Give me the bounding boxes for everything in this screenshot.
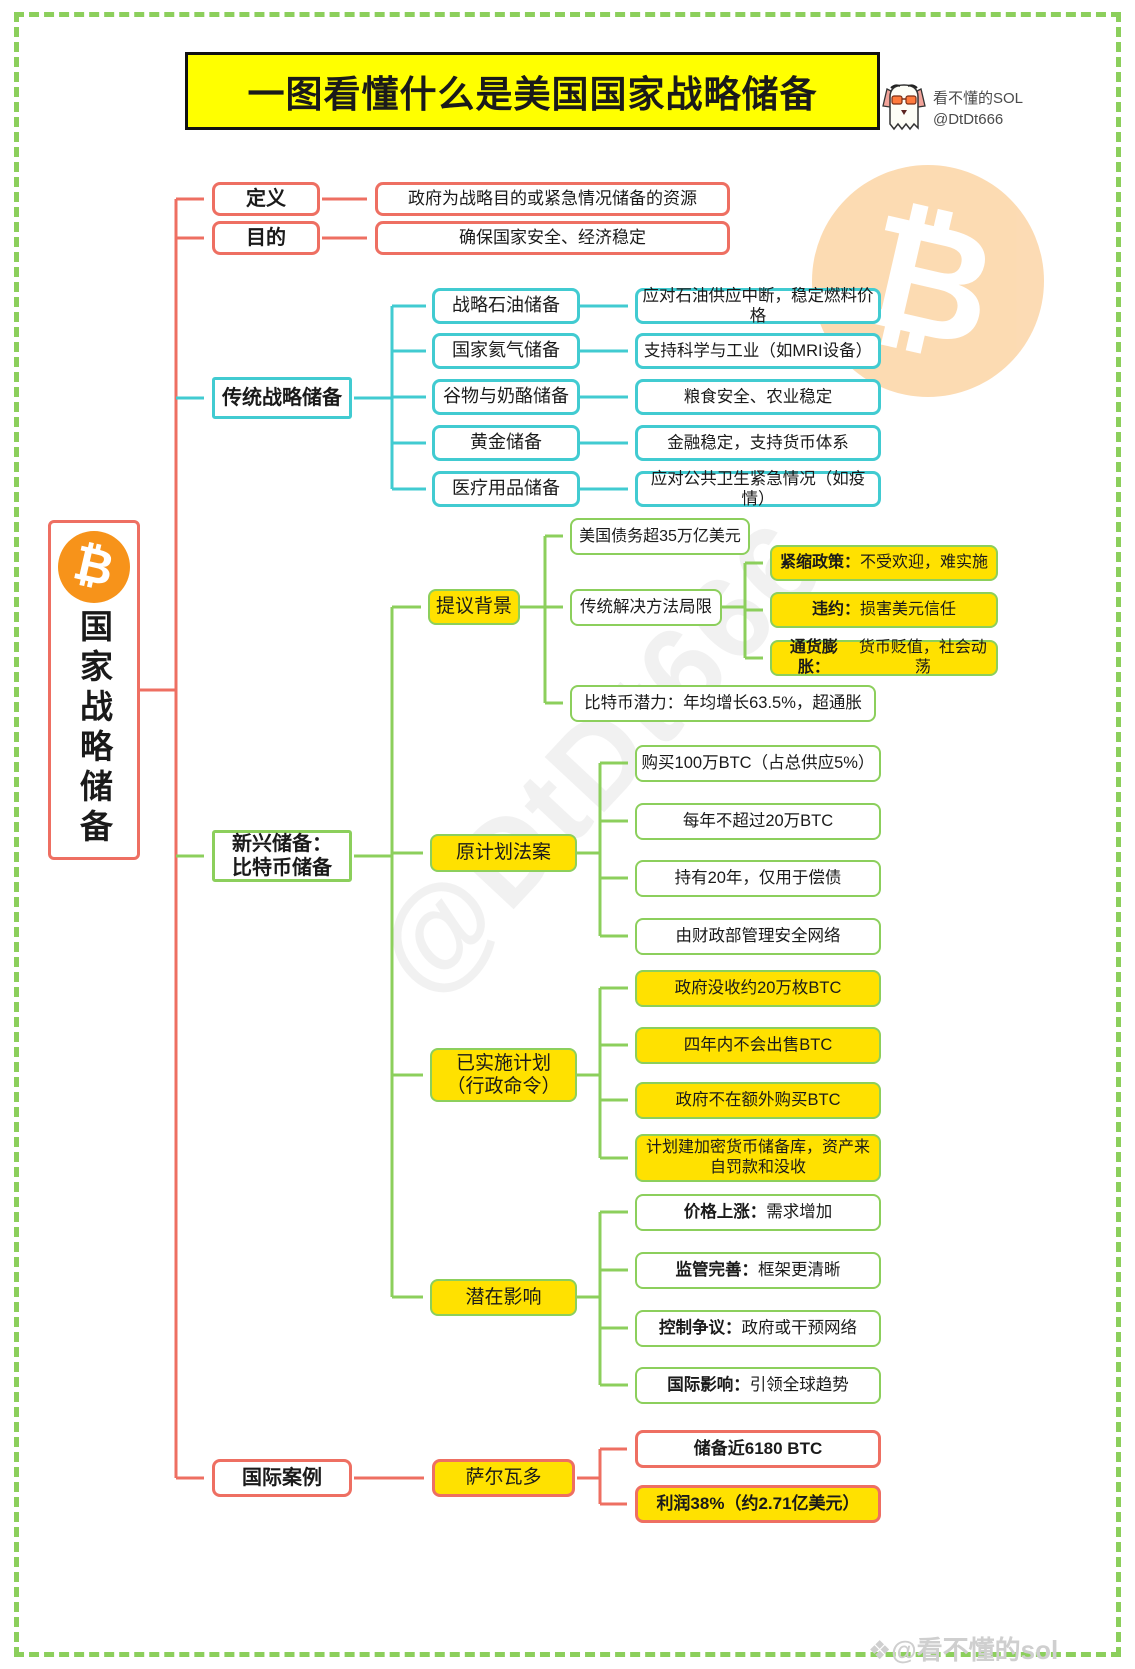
traditional-item: 谷物与奶酪储备 bbox=[432, 379, 580, 415]
implemented-item: 政府不在额外购买BTC bbox=[635, 1082, 881, 1119]
implemented-item: 计划建加密货币储备库，资产来自罚款和没收 bbox=[635, 1134, 881, 1182]
impact-item: 控制争议：政府或干预网络 bbox=[635, 1310, 881, 1347]
author-name: 看不懂的SOL bbox=[933, 90, 1024, 107]
page-title: 一图看懂什么是美国国家战略储备 bbox=[185, 52, 880, 130]
implemented-item: 四年内不会出售BTC bbox=[635, 1027, 881, 1064]
traditional-item-desc: 应对石油供应中断，稳定燃料价格 bbox=[635, 287, 881, 325]
node-definition: 定义 bbox=[212, 182, 320, 216]
bitcoin-potential-box: 比特币潜力：年均增长63.5%，超通胀 bbox=[570, 685, 876, 722]
node-traditional-limits: 传统解决方法局限 bbox=[570, 589, 722, 626]
traditional-item-desc: 支持科学与工业（如MRI设备） bbox=[635, 333, 881, 369]
node-emerging-reserve: 新兴储备： 比特币储备 bbox=[212, 830, 352, 882]
salvador-profit-box: 利润38%（约2.71亿美元） bbox=[635, 1485, 881, 1523]
purpose-desc: 确保国家安全、经济稳定 bbox=[375, 221, 730, 255]
node-purpose: 目的 bbox=[212, 221, 320, 255]
node-implemented-plan: 已实施计划 （行政命令） bbox=[430, 1048, 577, 1102]
impact-item: 监管完善：框架更清晰 bbox=[635, 1252, 881, 1289]
node-proposal-background: 提议背景 bbox=[428, 589, 520, 625]
node-original-plan: 原计划法案 bbox=[430, 834, 577, 872]
author-handle: @DtDt666 bbox=[933, 111, 1004, 128]
author-avatar-icon bbox=[882, 84, 926, 131]
traditional-item-desc: 粮食安全、农业稳定 bbox=[635, 379, 881, 415]
limit-item: 通货膨胀：货币贬值，社会动荡 bbox=[770, 639, 998, 676]
node-potential-impact: 潜在影响 bbox=[430, 1279, 577, 1316]
definition-desc: 政府为战略目的或紧急情况储备的资源 bbox=[375, 182, 730, 216]
root-node: ₿ 国家战略储备 bbox=[48, 520, 140, 860]
traditional-item: 黄金储备 bbox=[432, 425, 580, 461]
root-bitcoin-icon: ₿ bbox=[58, 531, 130, 603]
traditional-item: 国家氦气储备 bbox=[432, 333, 580, 369]
plan-item: 持有20年，仅用于偿债 bbox=[635, 860, 881, 897]
salvador-reserve-box: 储备近6180 BTC bbox=[635, 1430, 881, 1468]
limit-item: 紧缩政策：不受欢迎，难实施 bbox=[770, 545, 998, 581]
node-international-case: 国际案例 bbox=[212, 1459, 352, 1497]
impact-item: 国际影响：引领全球趋势 bbox=[635, 1367, 881, 1404]
debt-box: 美国债务超35万亿美元 bbox=[570, 518, 750, 555]
impact-item: 价格上涨：需求增加 bbox=[635, 1194, 881, 1231]
author-block: 看不懂的SOL @DtDt666 bbox=[880, 80, 1023, 134]
traditional-item: 医疗用品储备 bbox=[432, 471, 580, 507]
traditional-item: 战略石油储备 bbox=[432, 288, 580, 324]
node-el-salvador: 萨尔瓦多 bbox=[432, 1459, 575, 1497]
limit-item: 违约：损害美元信任 bbox=[770, 592, 998, 628]
node-traditional-reserves: 传统战略储备 bbox=[212, 377, 352, 419]
plan-item: 由财政部管理安全网络 bbox=[635, 918, 881, 955]
root-label: 国家战略储备 bbox=[75, 609, 113, 849]
traditional-item-desc: 应对公共卫生紧急情况（如疫情） bbox=[635, 470, 881, 508]
plan-item: 购买100万BTC（占总供应5%） bbox=[635, 745, 881, 782]
bottom-watermark: ❖@看不懂的sol bbox=[868, 1635, 1059, 1665]
traditional-item-desc: 金融稳定，支持货币体系 bbox=[635, 425, 881, 461]
plan-item: 每年不超过20万BTC bbox=[635, 803, 881, 840]
implemented-item: 政府没收约20万枚BTC bbox=[635, 970, 881, 1007]
